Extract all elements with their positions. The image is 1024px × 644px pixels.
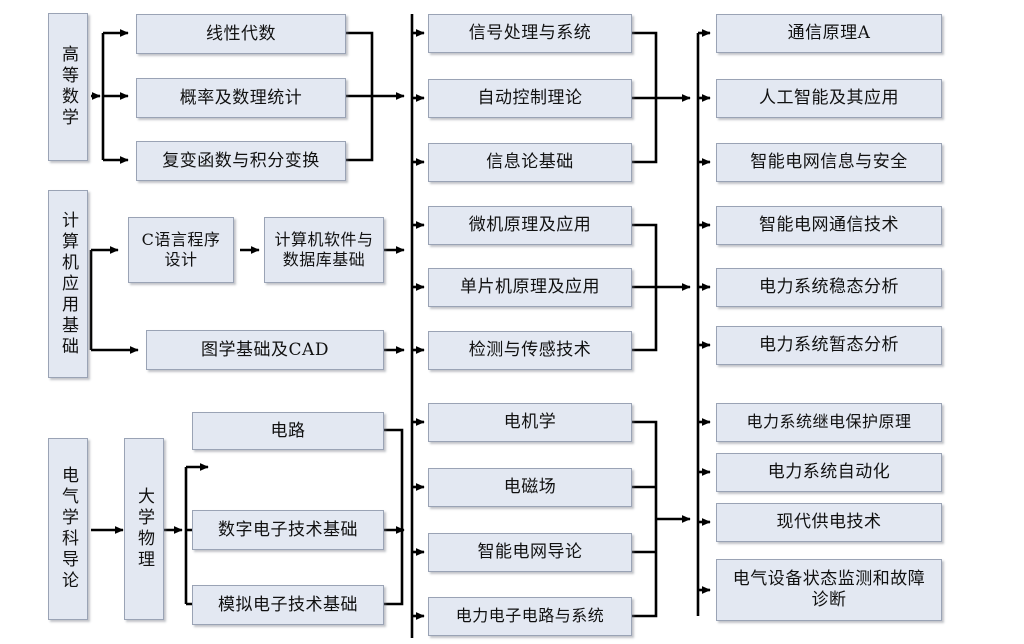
- node-artificial-intelligence[interactable]: 人工智能及其应用: [716, 79, 942, 118]
- node-equipment-monitoring[interactable]: 电气设备状态监测和故障诊断: [716, 559, 942, 621]
- node-microcomputer[interactable]: 微机原理及应用: [428, 206, 632, 245]
- node-probability[interactable]: 概率及数理统计: [136, 78, 346, 118]
- node-analog-electronics[interactable]: 模拟电子技术基础: [192, 585, 384, 625]
- node-complex-func[interactable]: 复变函数与积分变换: [136, 141, 346, 181]
- node-auto-control[interactable]: 自动控制理论: [428, 79, 632, 118]
- node-smart-grid-security[interactable]: 智能电网信息与安全: [716, 143, 942, 182]
- node-relay-protection[interactable]: 电力系统继电保护原理: [716, 403, 942, 442]
- node-software-db[interactable]: 计算机软件与数据库基础: [264, 217, 384, 283]
- node-root-computer[interactable]: 计算机应用基础: [48, 190, 88, 378]
- node-root-ee-intro[interactable]: 电气学科导论: [48, 438, 88, 620]
- node-mcu[interactable]: 单片机原理及应用: [428, 268, 632, 307]
- node-information-theory[interactable]: 信息论基础: [428, 143, 632, 182]
- node-c-language[interactable]: C语言程序设计: [128, 217, 234, 283]
- node-modern-supply[interactable]: 现代供电技术: [716, 503, 942, 542]
- node-electric-machinery[interactable]: 电机学: [428, 403, 632, 442]
- node-digital-electronics[interactable]: 数字电子技术基础: [192, 510, 384, 550]
- node-smart-grid-intro[interactable]: 智能电网导论: [428, 533, 632, 572]
- node-physics[interactable]: 大学物理: [124, 438, 164, 620]
- node-detection-sensing[interactable]: 检测与传感技术: [428, 331, 632, 370]
- node-electromagnetic-field[interactable]: 电磁场: [428, 468, 632, 507]
- node-power-steady-state[interactable]: 电力系统稳态分析: [716, 268, 942, 307]
- node-linear-algebra[interactable]: 线性代数: [136, 14, 346, 54]
- node-comm-principles[interactable]: 通信原理A: [716, 14, 942, 53]
- node-graphics-cad[interactable]: 图学基础及CAD: [146, 330, 384, 370]
- node-circuits[interactable]: 电路: [192, 412, 384, 450]
- node-power-automation[interactable]: 电力系统自动化: [716, 453, 942, 492]
- node-signal-processing[interactable]: 信号处理与系统: [428, 14, 632, 53]
- node-power-transient[interactable]: 电力系统暂态分析: [716, 326, 942, 365]
- node-power-electronics[interactable]: 电力电子电路与系统: [428, 597, 632, 636]
- node-smart-grid-comm[interactable]: 智能电网通信技术: [716, 206, 942, 245]
- node-root-math[interactable]: 高等数学: [48, 13, 88, 161]
